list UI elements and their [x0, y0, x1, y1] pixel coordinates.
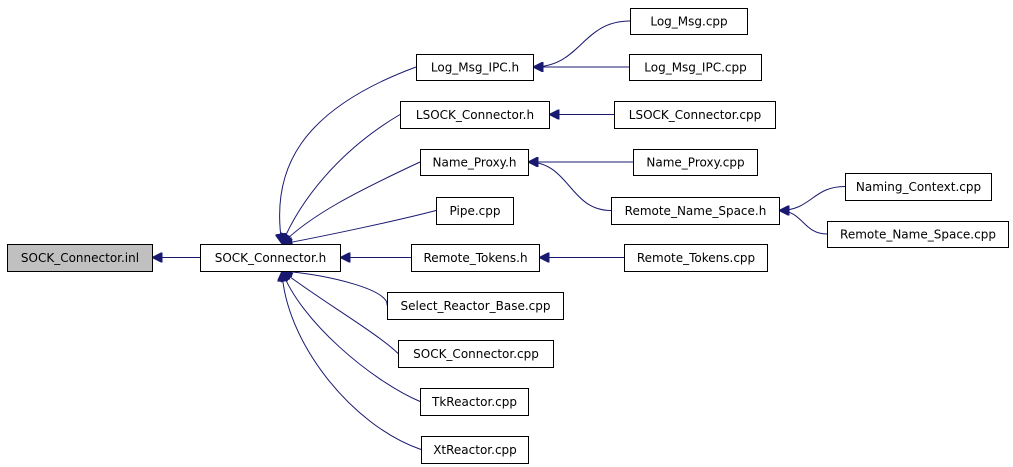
- node-box: [387, 292, 564, 320]
- node-lsock-connector-cpp[interactable]: LSOCK_Connector.cpp: [614, 101, 776, 129]
- node-box: [416, 54, 534, 81]
- node-log-msg-ipc-cpp[interactable]: Log_Msg_IPC.cpp: [629, 54, 762, 81]
- node-label: Naming_Context.cpp: [856, 180, 981, 194]
- edge-lsock_connector_h-to-sock_connector_h: [282, 114, 401, 245]
- edge-layer: [152, 20, 846, 450]
- node-label: Select_Reactor_Base.cpp: [401, 299, 551, 313]
- node-name-proxy-cpp[interactable]: Name_Proxy.cpp: [633, 149, 758, 176]
- edge-remote_name_space_cpp-to-remote_name_space_h: [779, 211, 828, 235]
- node-tkreactor-cpp[interactable]: TkReactor.cpp: [420, 388, 529, 416]
- node-select-reactor-base-cpp[interactable]: Select_Reactor_Base.cpp: [387, 292, 564, 320]
- node-lsock-connector-h[interactable]: LSOCK_Connector.h: [400, 101, 550, 129]
- edge-tkreactor_cpp-to-sock_connector_h: [282, 271, 421, 402]
- edge-select_reactor_base_cpp-to-sock_connector_h: [282, 271, 388, 306]
- node-remote-tokens-h[interactable]: Remote_Tokens.h: [411, 244, 540, 272]
- node-log-msg-ipc-h[interactable]: Log_Msg_IPC.h: [416, 54, 534, 81]
- node-label: Pipe.cpp: [450, 204, 501, 218]
- node-name-proxy-h[interactable]: Name_Proxy.h: [420, 149, 529, 176]
- node-remote-name-space-cpp[interactable]: Remote_Name_Space.cpp: [827, 221, 1009, 248]
- node-box: [624, 244, 768, 272]
- node-box: [200, 244, 341, 272]
- node-sock-connector-h[interactable]: SOCK_Connector.h: [200, 244, 341, 272]
- node-xtreactor-cpp[interactable]: XtReactor.cpp: [421, 436, 529, 464]
- node-label: SOCK_Connector.inl: [21, 251, 139, 265]
- edge-remote_name_space_h-to-name_proxy_h: [528, 162, 612, 211]
- node-box: [633, 149, 758, 176]
- node-remote-tokens-cpp[interactable]: Remote_Tokens.cpp: [624, 244, 768, 272]
- node-box: [7, 244, 153, 272]
- edge-naming_context_cpp-to-remote_name_space_h: [779, 186, 846, 211]
- node-label: XtReactor.cpp: [433, 443, 517, 457]
- node-box: [398, 340, 554, 368]
- node-box: [845, 173, 992, 201]
- node-label: Log_Msg_IPC.cpp: [644, 61, 746, 75]
- node-box: [611, 197, 780, 225]
- node-label: Name_Proxy.cpp: [646, 156, 744, 170]
- node-box: [421, 436, 529, 464]
- node-sock-connector-cpp[interactable]: SOCK_Connector.cpp: [398, 340, 554, 368]
- edge-sock_connector_cpp-to-sock_connector_h: [282, 271, 399, 354]
- node-box: [827, 221, 1009, 248]
- node-pipe-cpp[interactable]: Pipe.cpp: [436, 197, 514, 225]
- node-box: [630, 8, 748, 35]
- edge-pipe_cpp-to-sock_connector_h: [282, 210, 437, 245]
- edge-log_msg_cpp-to-log_msg_ipc_h: [533, 20, 631, 67]
- edge-xtreactor_cpp-to-sock_connector_h: [282, 271, 422, 450]
- node-label: Remote_Name_Space.cpp: [840, 228, 996, 242]
- node-label: TkReactor.cpp: [431, 395, 517, 409]
- node-remote-name-space-h[interactable]: Remote_Name_Space.h: [611, 197, 780, 225]
- node-label: SOCK_Connector.h: [215, 251, 327, 265]
- node-label: LSOCK_Connector.h: [416, 108, 534, 122]
- node-box: [614, 101, 776, 129]
- node-box: [420, 149, 529, 176]
- edge-name_proxy_h-to-sock_connector_h: [282, 161, 421, 244]
- node-label: LSOCK_Connector.cpp: [629, 108, 761, 122]
- node-box: [436, 197, 514, 225]
- node-label: SOCK_Connector.cpp: [413, 347, 539, 361]
- node-box: [629, 54, 762, 81]
- node-naming-context-cpp[interactable]: Naming_Context.cpp: [845, 173, 992, 201]
- node-sock-connector-inl[interactable]: SOCK_Connector.inl: [7, 244, 153, 272]
- node-label: Remote_Name_Space.h: [625, 204, 767, 218]
- node-label: Log_Msg.cpp: [650, 15, 727, 29]
- node-log-msg-cpp[interactable]: Log_Msg.cpp: [630, 8, 748, 35]
- node-layer: SOCK_Connector.inl SOCK_Connector.h Log_Ms…: [7, 8, 1009, 464]
- node-box: [411, 244, 540, 272]
- node-box: [420, 388, 529, 416]
- node-label: Remote_Tokens.cpp: [637, 251, 755, 265]
- edge-log_msg_ipc_h-to-sock_connector_h: [280, 66, 417, 244]
- node-box: [400, 101, 550, 129]
- node-label: Log_Msg_IPC.h: [431, 61, 519, 75]
- node-label: Name_Proxy.h: [433, 156, 517, 170]
- node-label: Remote_Tokens.h: [423, 251, 527, 265]
